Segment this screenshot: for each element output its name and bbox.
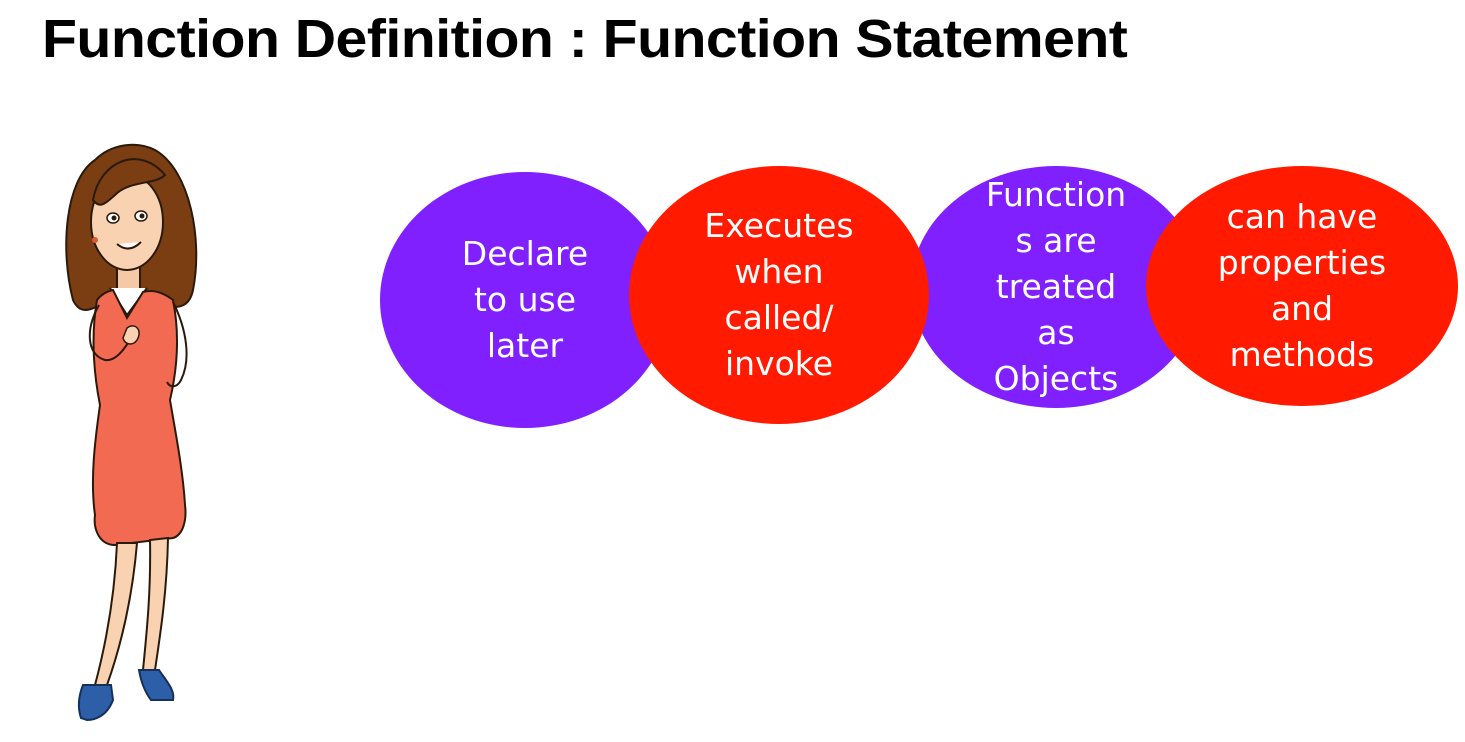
bubble-executes-text: Executes when called/ invoke	[704, 206, 854, 383]
bubble-declare-text: Declare to use later	[461, 234, 589, 365]
bubble-executes: Executes when called/ invoke	[629, 166, 929, 424]
bubble-diagram: Declare to use later Executes when calle…	[378, 162, 1463, 428]
bubble-declare: Declare to use later	[380, 172, 670, 428]
bubble-objects-text: Function s are treated as Objects	[985, 175, 1127, 398]
bubble-properties-text: can have properties and methods	[1217, 197, 1387, 374]
bubble-properties: can have properties and methods	[1146, 166, 1458, 406]
slide-title: Function Definition : Function Statement	[42, 9, 1128, 69]
presenter-illustration	[65, 143, 198, 722]
